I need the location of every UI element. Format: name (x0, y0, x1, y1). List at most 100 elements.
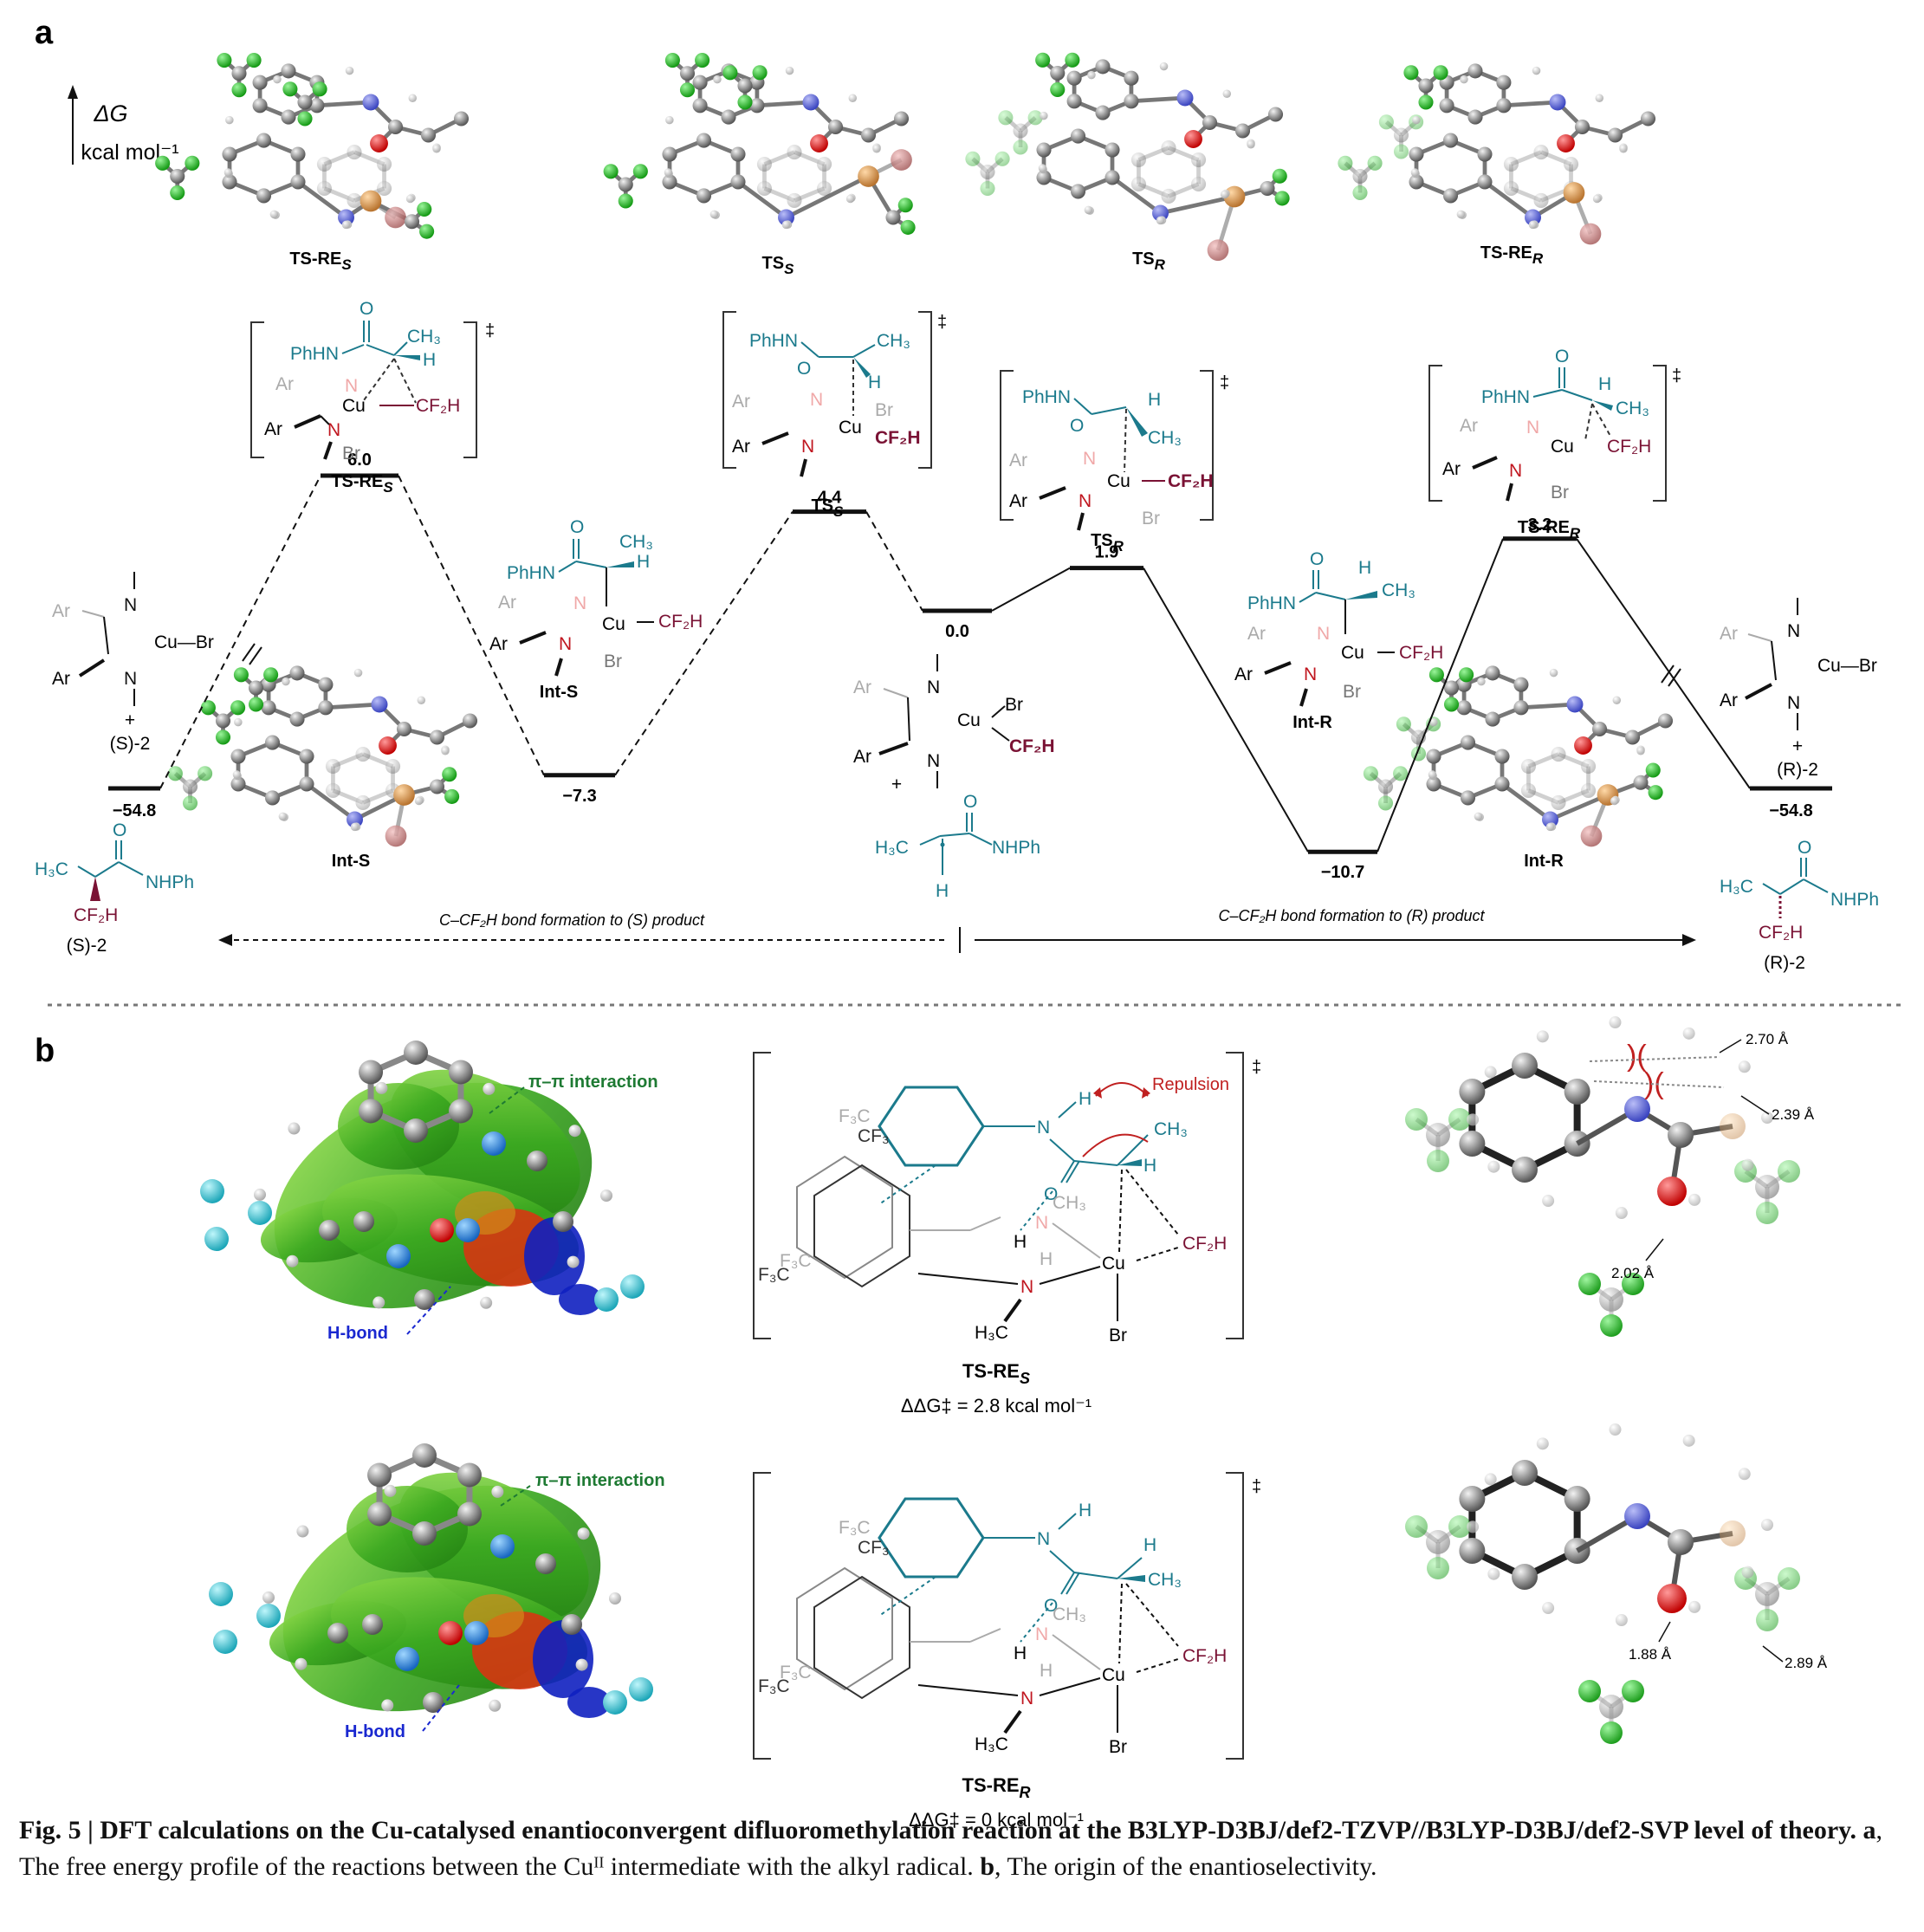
product-s: O H₃C NHPh CF₂H (S)-2 (35, 820, 194, 956)
svg-text:Int-S: Int-S (540, 683, 578, 702)
svg-text:Cu: Cu (342, 396, 366, 416)
direction-arrows: C–CF₂H bond formation to (S) product C–C… (218, 907, 1696, 953)
connector-6 (1377, 538, 1504, 853)
pi-interaction-label-top: π–π interaction (528, 1073, 658, 1092)
svg-text:2.02 Å: 2.02 Å (1611, 1265, 1655, 1281)
repulsion-label: Repulsion (1152, 1075, 1229, 1094)
nci-plot-bottom (209, 1443, 653, 1718)
svg-text:H: H (868, 373, 881, 392)
svg-text:Br: Br (1109, 1326, 1127, 1345)
molecule-3d-int-s (167, 665, 478, 847)
svg-text:CH₃: CH₃ (1148, 1570, 1182, 1590)
svg-text:N: N (573, 593, 586, 613)
svg-text:H: H (1014, 1643, 1027, 1663)
svg-text:CF₂H: CF₂H (1399, 643, 1443, 663)
scheme-b-ts-re-r: ‡ N H O H CH₃ F₃C CF₃ F₃C F₃C N CH₃ H H … (753, 1472, 1261, 1831)
label-3d-ts-re-s: TS-RES (289, 250, 352, 273)
svg-text:N: N (1035, 1624, 1048, 1644)
svg-text:N: N (124, 669, 137, 689)
svg-text:(R)-2: (R)-2 (1764, 953, 1805, 973)
dg-symbol: ΔG (93, 100, 127, 126)
scheme-int-s: O PhHN CH₃ H Ar N Cu CF₂H Ar N Br Int-S (489, 517, 703, 702)
break-mark-1a (1661, 665, 1675, 684)
level-value-start: 0.0 (945, 622, 969, 641)
level-value-prod_r: −54.8 (1769, 801, 1813, 820)
scheme-ts-re-r: ‡ O PhHN H CH₃ Ar N Cu CF₂H Ar N Br TS-R… (1428, 347, 1681, 541)
svg-text:Int-R: Int-R (1292, 713, 1332, 732)
scheme-start: N Ar Cu Br CF₂H Ar N + O H₃C NHPh H (853, 654, 1055, 901)
svg-text:CH₃: CH₃ (1616, 399, 1649, 418)
svg-text:Ar: Ar (732, 437, 750, 457)
break-mark-1b (1668, 668, 1681, 687)
svg-text:F₃C: F₃C (758, 1265, 790, 1285)
svg-text:CH₃: CH₃ (1148, 428, 1182, 448)
svg-text:Br: Br (604, 652, 622, 671)
svg-text:TS-RER: TS-RER (1518, 518, 1581, 541)
svg-text:H₃C: H₃C (35, 859, 68, 879)
connector-1 (398, 475, 545, 776)
label-3d-int-s: Int-S (332, 852, 370, 871)
scheme-cubr-left: N Ar Cu—Br Ar N + (S)-2 (52, 572, 214, 754)
molecule-3d-ts-re-r (1338, 63, 1656, 245)
arrow-right-label: C–CF₂H bond formation to (R) product (1219, 907, 1486, 924)
break-mark-0b (249, 646, 262, 665)
svg-text:Cu: Cu (1102, 1665, 1125, 1685)
svg-text:PhHN: PhHN (1247, 593, 1296, 613)
svg-text:F₃C: F₃C (758, 1676, 790, 1696)
level-value-prod_s: −54.8 (113, 801, 157, 820)
panel-b-label: b (35, 1033, 55, 1069)
svg-text:PhHN: PhHN (749, 331, 798, 351)
caption-a-text: , The free energy profile of the reactio… (19, 1816, 1882, 1881)
svg-text:N: N (124, 595, 137, 615)
svg-text:‡: ‡ (1220, 373, 1229, 392)
svg-text:1.88 Å: 1.88 Å (1629, 1646, 1672, 1663)
svg-text:CF₃: CF₃ (858, 1126, 890, 1146)
arrow-left-label: C–CF₂H bond formation to (S) product (439, 911, 705, 929)
scheme-int-r: O PhHN H CH₃ Ar N Cu CF₂H Ar N Br Int-R (1234, 549, 1443, 732)
svg-text:Ar: Ar (1720, 690, 1738, 710)
svg-text:Ar: Ar (1442, 459, 1461, 479)
svg-text:H: H (1079, 1501, 1092, 1520)
ddg-top: ΔΔG‡ = 2.8 kcal mol⁻¹ (901, 1395, 1092, 1417)
svg-text:Ar: Ar (1720, 624, 1738, 644)
level-value-ts_re_s: 6.0 (347, 451, 372, 470)
svg-text:N: N (801, 437, 814, 457)
svg-text:Ar: Ar (853, 747, 871, 767)
nci-plot-top (200, 1041, 645, 1315)
svg-text:PhHN: PhHN (1481, 387, 1530, 407)
svg-text:(R)-2: (R)-2 (1777, 760, 1818, 780)
svg-text:TS-RES: TS-RES (331, 472, 393, 496)
svg-text:CF₂H: CF₂H (658, 612, 703, 632)
svg-text:O: O (360, 299, 373, 319)
svg-text:Cu: Cu (1102, 1254, 1125, 1274)
hbond-label-top: H-bond (327, 1324, 388, 1343)
svg-text:O: O (963, 792, 977, 812)
svg-text:+: + (125, 710, 135, 730)
connector-0 (159, 475, 321, 789)
svg-text:F₃C: F₃C (839, 1518, 871, 1538)
svg-text:Cu—Br: Cu—Br (154, 632, 214, 652)
connector-7 (1576, 538, 1751, 789)
svg-text:H: H (637, 552, 650, 572)
svg-text:H: H (423, 350, 436, 370)
svg-text:(S)-2: (S)-2 (110, 734, 151, 754)
svg-text:H₃C: H₃C (975, 1323, 1008, 1343)
label-3d-int-r: Int-R (1524, 852, 1564, 871)
svg-text:2.89 Å: 2.89 Å (1785, 1655, 1828, 1671)
svg-text:Ar: Ar (498, 593, 516, 613)
svg-text:N: N (927, 751, 940, 771)
svg-text:F₃C: F₃C (780, 1251, 812, 1271)
svg-text:CF₂H: CF₂H (1009, 736, 1055, 756)
svg-text:H: H (1014, 1232, 1027, 1252)
scheme-ts-re-s: ‡ O PhHN CH₃ H Ar N Ar Cu N Br CF₂H TS-R… (250, 299, 495, 496)
svg-text:Cu: Cu (1107, 471, 1130, 491)
svg-text:CH₃: CH₃ (1053, 1193, 1086, 1213)
svg-text:‡: ‡ (937, 313, 947, 332)
svg-text:CF₂H: CF₂H (1168, 471, 1214, 491)
svg-text:Ar: Ar (52, 601, 70, 621)
svg-text:NHPh: NHPh (1830, 890, 1879, 910)
svg-text:N: N (1035, 1213, 1048, 1233)
svg-text:Cu—Br: Cu—Br (1817, 656, 1877, 676)
break-mark-0a (242, 643, 256, 662)
